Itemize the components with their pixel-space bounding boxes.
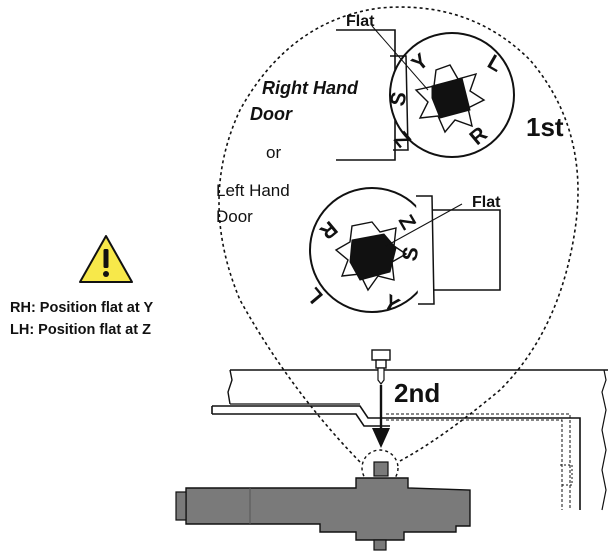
top-dial-letter-s: S	[386, 90, 411, 108]
arrow-down-icon	[372, 385, 390, 448]
bolt-icon	[371, 349, 391, 385]
top-dial-assembly: S Y L R Z	[336, 25, 515, 161]
flat-label-top: Flat	[346, 13, 375, 30]
warning-icon	[79, 235, 133, 283]
flat-label-bottom: Flat	[472, 194, 501, 211]
left-hand-door-label-line2: Door	[216, 207, 253, 226]
right-hand-door-label-line1: Right Hand	[262, 78, 359, 98]
door-frame	[227, 369, 608, 511]
or-label: or	[266, 143, 281, 162]
bottom-dial-assembly: R Z S Y L	[302, 187, 501, 317]
right-hand-door-label-line2: Door	[250, 104, 293, 124]
warning-text-lh: LH: Position flat at Z	[10, 322, 151, 338]
left-hand-door-label-line1: Left Hand	[216, 181, 290, 200]
step-1st-label: 1st	[526, 112, 564, 142]
warning-text-rh: RH: Position flat at Y	[10, 300, 153, 316]
door-closer-body	[175, 461, 471, 551]
arm-bracket	[211, 405, 581, 510]
step-2nd-label: 2nd	[394, 378, 440, 408]
magnifier-bubble	[218, 6, 579, 487]
bottom-dial-letter-s: S	[398, 245, 423, 263]
